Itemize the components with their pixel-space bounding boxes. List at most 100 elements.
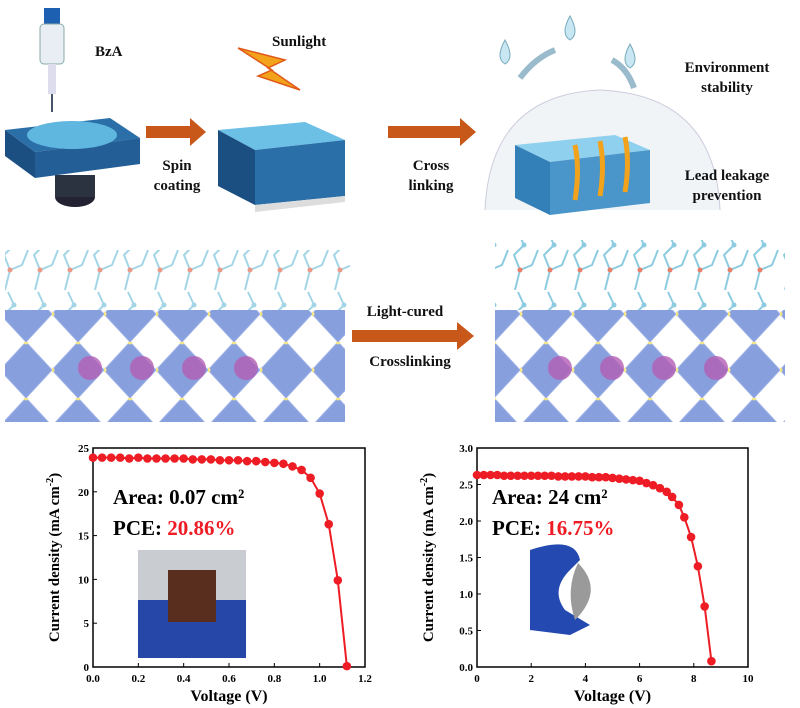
y-axis-label: Current density (mA cm-2) [419,473,437,642]
data-point [587,472,597,482]
data-point [97,453,107,462]
data-point [686,532,696,542]
label-sunlight: Sunlight [272,34,327,50]
data-point [88,453,98,462]
x-tick-label: 0.2 [131,673,145,685]
data-point [270,458,279,468]
x-tick-label: 1.0 [313,673,327,685]
y-tick-label: 25 [78,443,90,455]
ligands-before [5,250,350,310]
x-tick-label: 6 [637,673,643,685]
label-bza: BzA [95,44,123,60]
data-point [700,602,709,611]
perovskite-lattice-after [495,310,785,422]
crystal-structure-diagram [5,240,785,422]
process-diagram [5,8,721,215]
data-point [554,472,563,481]
data-point [472,470,482,480]
data-point [179,454,188,463]
data-point [306,473,315,483]
solar-cell-array [168,570,216,622]
data-point [324,519,334,529]
y-tick-label: 2.5 [459,480,473,492]
y-axis-label-text: Current density (mA cm [47,486,63,642]
x-axis-label: Voltage (V) [190,688,267,705]
y-tick-label: 20 [78,487,90,499]
x-tick-label: 0.4 [177,673,191,685]
data-point [693,561,703,571]
data-point [674,500,684,510]
y-tick-label: 15 [78,531,90,543]
area-label: Area: 24 cm² [492,485,608,509]
data-point [526,471,536,481]
data-point [106,453,116,462]
y-tick-label: 1.5 [459,553,473,565]
data-point [667,492,677,502]
data-point [499,471,509,481]
y-tick-label: 2.0 [459,516,473,528]
pce-value: 20.86% [167,516,235,540]
data-point [297,465,306,475]
data-point [233,455,243,465]
data-point [115,453,125,462]
data-point [533,471,543,481]
data-point [315,489,324,498]
data-point [161,454,170,463]
data-point [608,473,617,483]
data-point [520,471,529,481]
label-crosslinking: Crosslinking [369,354,451,370]
area-label: Area: 0.07 cm² [113,485,244,509]
hand-holding-module [530,544,590,635]
pce-label: PCE: 20.86% [113,516,236,540]
data-point [188,455,198,464]
data-point [540,471,550,481]
data-point [279,459,288,469]
data-point [513,471,522,481]
y-tick-label: 0.5 [459,626,473,638]
x-tick-label: 2 [528,673,534,685]
data-point [655,483,665,493]
data-point [680,513,689,522]
process-arrow [352,322,474,350]
x-tick-label: 4 [583,673,589,685]
data-point [642,478,651,488]
data-point [260,457,270,467]
x-tick-label: 8 [691,673,697,685]
data-point [560,472,570,481]
data-point [143,454,152,463]
data-point [152,454,161,463]
data-point [124,454,134,463]
y-tick-label: 0.0 [459,662,473,674]
data-point [134,453,143,462]
y-axis-label-text: Current density (mA cm [421,486,437,642]
film-block [218,122,345,212]
y-axis-label-close: ) [47,473,63,478]
y-tick-label: 5 [84,618,90,630]
data-point [506,471,516,481]
data-point [547,471,556,481]
data-point [206,455,216,464]
data-point [242,456,252,466]
crosslinked-ligands [495,240,785,310]
pce-label-text: PCE: [492,516,546,540]
data-point [288,462,297,471]
data-point [479,470,489,480]
encapsulated-device [515,135,650,215]
water-drop-icons [499,14,636,69]
x-tick-label: 10 [743,673,755,685]
flexible-module [570,563,591,620]
x-tick-label: 0.6 [222,673,236,685]
pipette-icon [39,8,65,112]
y-tick-label: 1.0 [459,589,473,601]
data-point [662,487,671,497]
pce-label-text: PCE: [113,516,167,540]
data-point [635,476,644,486]
data-point [574,472,583,481]
x-tick-label: 0.0 [86,673,100,685]
pce-label: PCE: 16.75% [492,516,615,540]
x-tick-label: 0 [474,673,480,685]
